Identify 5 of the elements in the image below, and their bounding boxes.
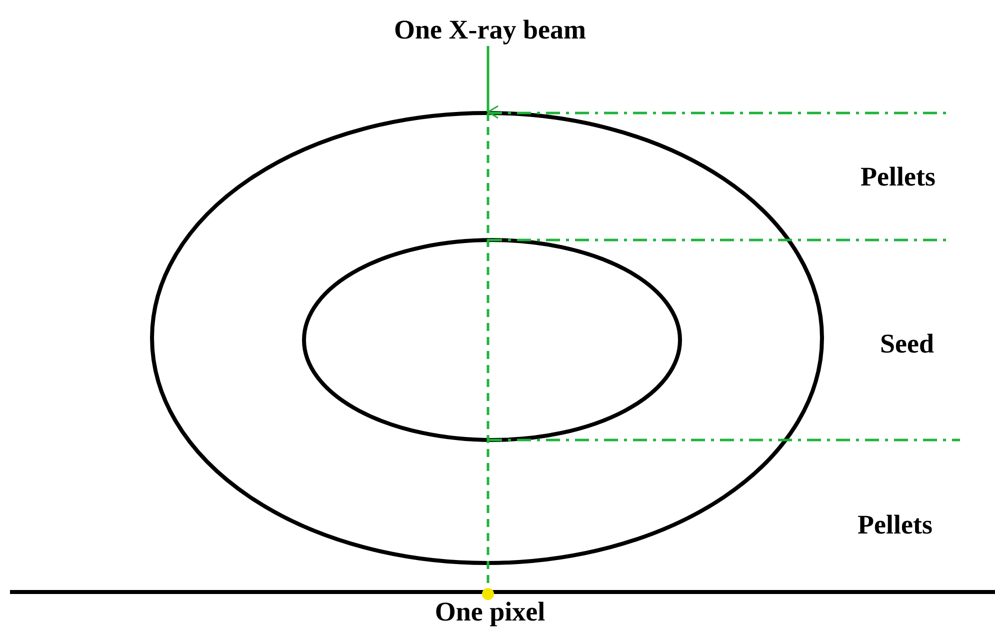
region-label: Pellets xyxy=(860,164,936,190)
beam-label: One X-ray beam xyxy=(394,16,586,44)
region-label: Seed xyxy=(880,330,934,358)
pixel-label: One pixel xyxy=(434,598,546,626)
region-label: Pellets xyxy=(858,512,932,538)
